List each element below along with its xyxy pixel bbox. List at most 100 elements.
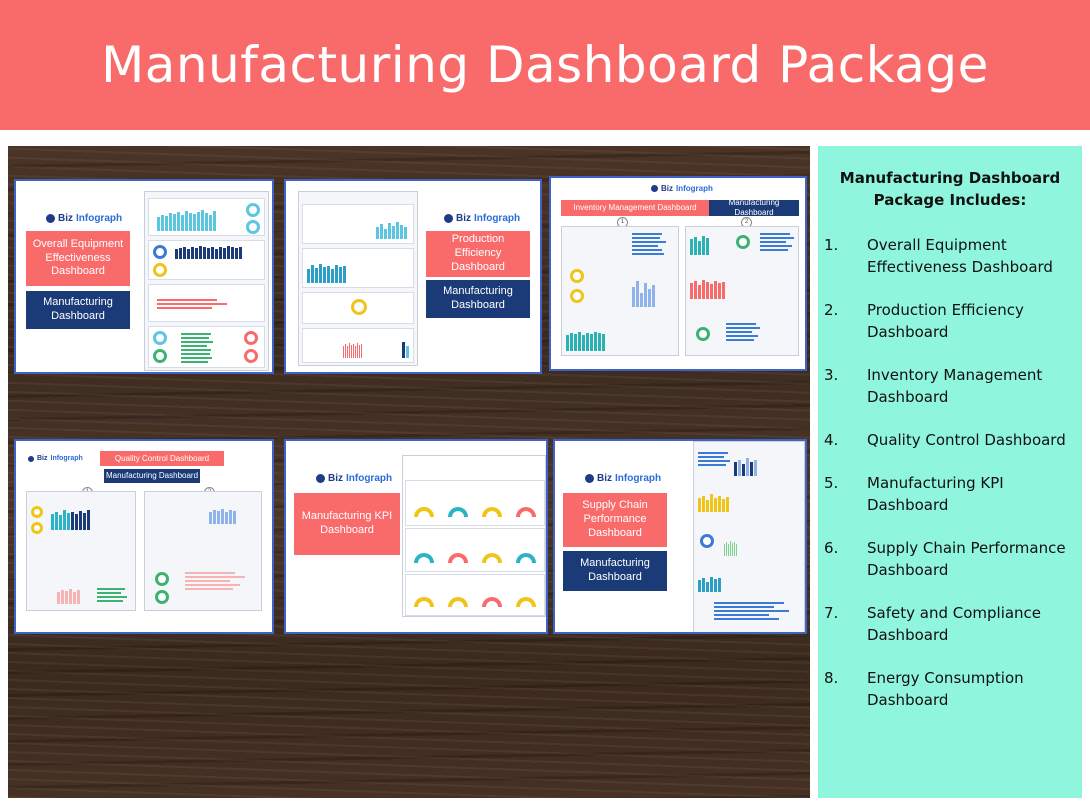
dashboard-thumbnail (402, 455, 546, 617)
list-item: 7.Safety and Compliance Dashboard (824, 602, 1080, 667)
thumb-bar-chart (724, 538, 737, 556)
preview-card-production-efficiency: Biz Infograph Production Efficiency Dash… (284, 179, 542, 374)
logo-icon (46, 214, 55, 223)
thumb-bar-chart (57, 586, 80, 604)
logo-biz-text: Biz (597, 473, 612, 484)
biz-infograph-logo: Biz Infograph (316, 473, 392, 484)
thumb-bar-chart (734, 456, 757, 476)
list-item-text: Manufacturing KPI Dashboard (867, 474, 1004, 514)
preview-card-supply-chain: Biz Infograph Supply Chain Performance D… (553, 439, 807, 634)
list-item-number: 5. (824, 474, 839, 492)
thumb-panel (302, 328, 414, 363)
list-item: 6.Supply Chain Performance Dashboard (824, 537, 1080, 602)
thumb-panel (148, 284, 265, 322)
thumb-donut (244, 349, 258, 363)
logo-biz-text: Biz (661, 184, 673, 193)
logo-infograph-text: Infograph (50, 455, 83, 462)
thumb-gauge (482, 553, 502, 563)
list-item: 3. Inventory Management Dashboard (824, 364, 1080, 429)
thumb-donut (153, 263, 167, 277)
thumb-gauge (448, 507, 468, 517)
thumb-donut (153, 349, 167, 363)
preview-card-inventory-management: Biz Infograph Inventory Management Dashb… (549, 176, 807, 371)
card-title: Inventory Management Dashboard (561, 200, 709, 216)
thumb-bar-chart (690, 233, 709, 255)
thumb-bar-chart (690, 277, 725, 299)
thumb-gauge (414, 507, 434, 517)
card-title: Overall Equipment Effectiveness Dashboar… (26, 231, 130, 286)
logo-biz-text: Biz (328, 473, 343, 484)
logo-infograph-text: Infograph (474, 213, 521, 224)
list-item: 5. Manufacturing KPI Dashboard (824, 472, 1080, 537)
thumb-bar-chart (209, 506, 236, 524)
thumb-panel (148, 198, 265, 236)
thumb-gauge (482, 507, 502, 517)
dashboard-thumbnail (26, 491, 136, 611)
preview-card-oee: Biz Infograph Overall Equipment Effectiv… (14, 179, 274, 374)
preview-card-manufacturing-kpi: Biz Infograph Manufacturing KPI Dashboar… (284, 439, 548, 634)
list-item-text: Supply Chain Performance Dashboard (867, 539, 1066, 579)
thumb-donut (155, 572, 169, 586)
card-title: Supply Chain Performance Dashboard (563, 493, 667, 547)
card-subtitle: Manufacturing Dashboard (709, 198, 799, 217)
thumb-hbar-chart (760, 233, 794, 251)
thumb-hbar-chart (726, 323, 760, 341)
card-subtitle: Manufacturing Dashboard (563, 551, 667, 591)
thumb-bar-chart (566, 329, 605, 351)
thumb-donut (153, 331, 167, 345)
thumb-donut (351, 299, 367, 315)
card-title: Manufacturing KPI Dashboard (294, 493, 400, 555)
logo-icon (651, 185, 658, 192)
thumb-hbar-chart (181, 333, 213, 363)
biz-infograph-logo: Biz Infograph (444, 213, 520, 224)
thumb-donut (153, 245, 167, 259)
logo-icon (28, 455, 34, 462)
list-item: 2.Production Efficiency Dashboard (824, 299, 1080, 364)
thumb-bar-chart (307, 261, 346, 283)
logo-icon (444, 214, 453, 223)
thumb-bar-chart (175, 245, 242, 259)
logo-biz-text: Biz (58, 213, 73, 224)
logo-icon (316, 474, 325, 483)
thumb-donut (31, 506, 43, 518)
thumb-hbar-chart (185, 572, 245, 590)
biz-infograph-logo: Biz Infograph (28, 455, 83, 462)
thumb-hbar-chart (714, 602, 789, 620)
thumb-panel (302, 248, 414, 288)
sidebar-heading: Manufacturing Dashboard Package Includes… (818, 168, 1082, 212)
package-list: 1.Overall Equipment Effectiveness Dashbo… (824, 234, 1080, 732)
list-item-number: 1. (824, 236, 839, 254)
thumb-donut (696, 327, 710, 341)
thumb-donut (244, 331, 258, 345)
thumb-gauge (516, 507, 536, 517)
card-subtitle: Manufacturing Dashboard (26, 291, 130, 329)
card-subtitle: Manufacturing Dashboard (104, 469, 200, 483)
thumb-panel (405, 574, 545, 616)
card-title: Quality Control Dashboard (100, 451, 224, 466)
logo-infograph-text: Infograph (346, 473, 393, 484)
list-item-number: 3. (824, 366, 839, 384)
dashboard-thumbnail (693, 441, 805, 632)
list-item-text: Inventory Management Dashboard (867, 366, 1043, 406)
biz-infograph-logo: Biz Infograph (585, 473, 661, 484)
list-item: 1.Overall Equipment Effectiveness Dashbo… (824, 234, 1080, 299)
thumb-donut (570, 269, 584, 283)
wood-background: Biz Infograph Overall Equipment Effectiv… (8, 146, 810, 798)
list-item-number: 4. (824, 431, 839, 449)
thumb-gauge (448, 553, 468, 563)
page-title: Manufacturing Dashboard Package (101, 36, 989, 94)
thumb-bar-chart (698, 492, 729, 512)
list-item-number: 2. (824, 301, 839, 319)
thumb-hbar-chart (97, 588, 127, 602)
card-subtitle: Manufacturing Dashboard (426, 280, 530, 318)
logo-infograph-text: Infograph (76, 213, 123, 224)
thumb-panel (148, 326, 265, 368)
thumb-donut (570, 289, 584, 303)
thumb-donut (246, 220, 260, 234)
thumb-bar-chart (51, 508, 90, 530)
biz-infograph-logo: Biz Infograph (46, 213, 122, 224)
dashboard-thumbnail (144, 191, 269, 371)
thumb-bar-chart (402, 340, 409, 358)
thumb-panel (302, 292, 414, 324)
list-item-text: Safety and Compliance Dashboard (867, 604, 1042, 644)
